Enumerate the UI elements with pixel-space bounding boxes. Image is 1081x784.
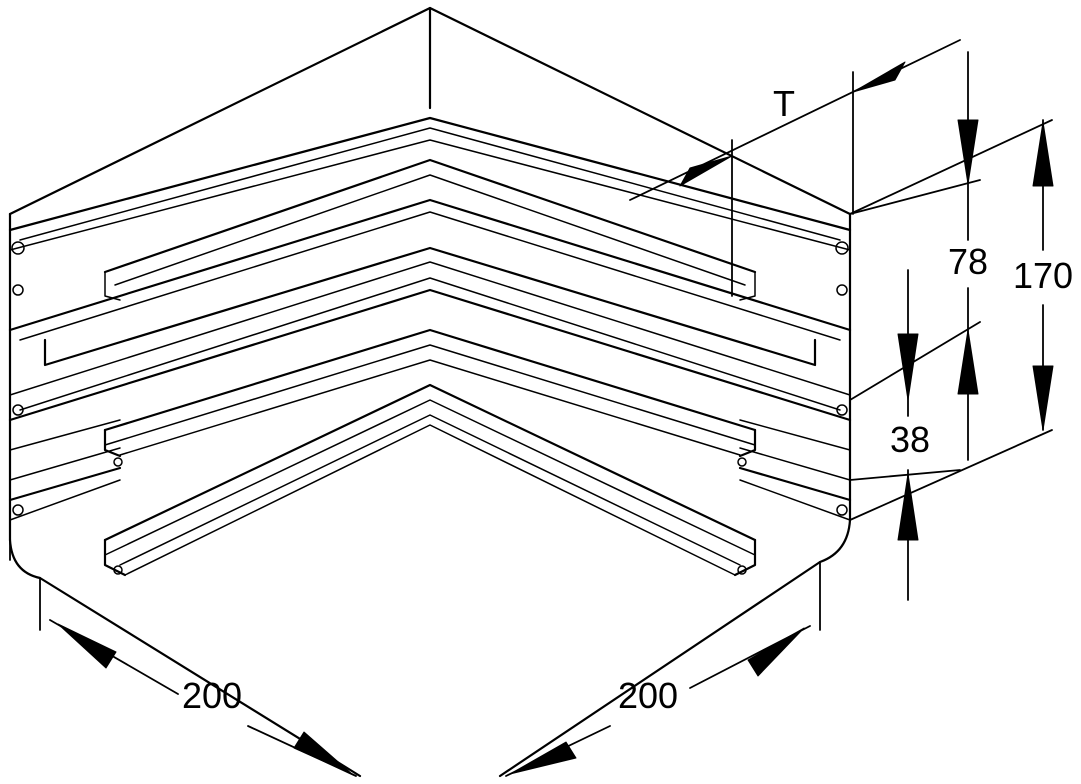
dimension-depth: T bbox=[629, 39, 961, 297]
lower-channel-label: 38 bbox=[890, 419, 930, 460]
width-right-label: 200 bbox=[618, 675, 678, 716]
dimension-width-right: 200 bbox=[505, 561, 821, 777]
dimension-total-height: 170 bbox=[849, 119, 1073, 521]
corner-housing bbox=[8, 6, 852, 778]
dimension-width-left: 200 bbox=[9, 539, 357, 777]
middle-rail bbox=[8, 198, 852, 422]
lower-rail bbox=[8, 328, 852, 502]
upper-rail bbox=[8, 116, 852, 301]
width-left-label: 200 bbox=[182, 675, 242, 716]
total-height-label: 170 bbox=[1013, 255, 1073, 296]
depth-label: T bbox=[773, 83, 795, 124]
bottom-rail bbox=[9, 383, 851, 577]
dimension-lower-channel: 38 bbox=[849, 269, 961, 601]
dimension-upper-channel: 78 bbox=[849, 51, 988, 461]
upper-channel-label: 78 bbox=[948, 241, 988, 282]
clip-details bbox=[11, 241, 849, 575]
